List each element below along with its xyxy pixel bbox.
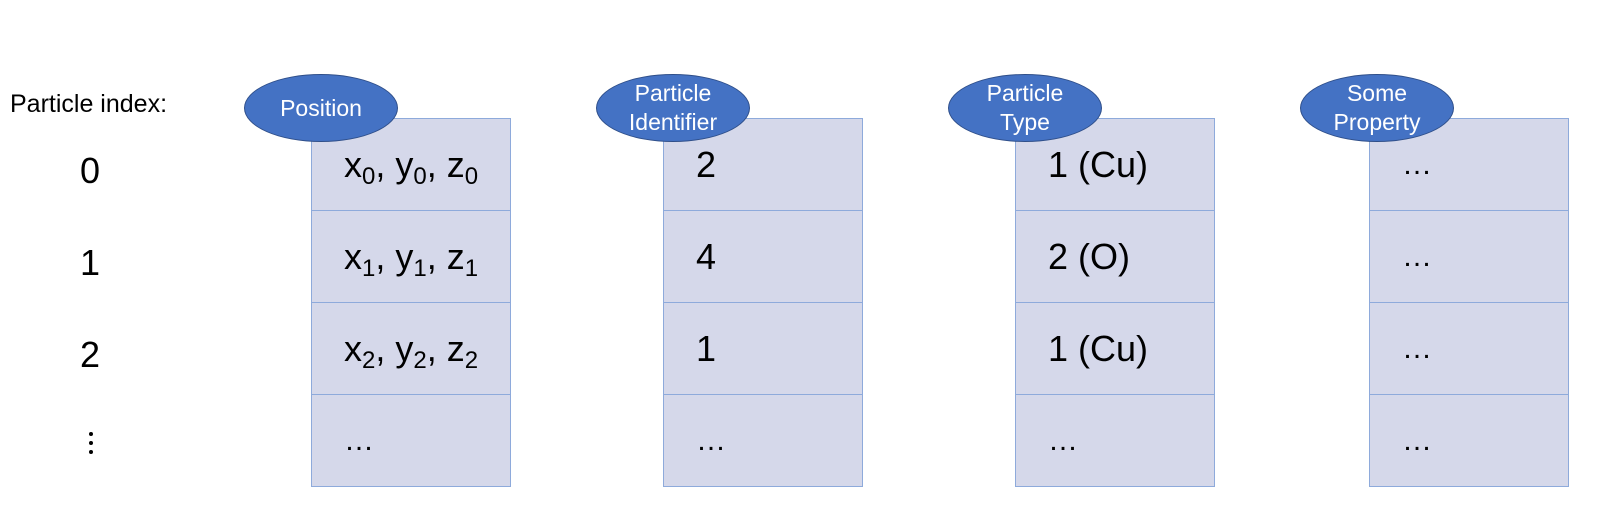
cell-value: … [696, 424, 726, 457]
coordinate-symbol: y [395, 144, 414, 185]
coordinate-subscript: 0 [464, 163, 479, 190]
cell-value: … [1402, 332, 1432, 365]
cell-value: x0, y0, z0 [344, 144, 479, 190]
particle-index-1: 1 [79, 242, 101, 283]
cell-value: … [344, 424, 374, 457]
coordinate-symbol: z [446, 236, 465, 277]
table-cell: 4 [663, 210, 863, 303]
label-ellipse-position: Position [244, 74, 398, 142]
column-cells: 1 (Cu) 2 (O) 1 (Cu) … [1015, 118, 1215, 487]
column-position: x0, y0, z0 x1, y1, z1 x2, y2, z2 … [311, 0, 511, 520]
label-text: Position [280, 94, 362, 123]
table-cell: 2 (O) [1015, 210, 1215, 303]
cell-value: 2 [696, 144, 717, 185]
table-cell: x2, y2, z2 [311, 302, 511, 395]
label-line: Particle [986, 80, 1064, 106]
cell-value: 2 (O) [1048, 236, 1131, 277]
coordinate-subscript: 0 [362, 163, 376, 190]
coordinate-subscript: 2 [464, 347, 479, 374]
cell-value: x2, y2, z2 [344, 328, 479, 374]
coordinate-symbol: z [446, 328, 465, 369]
table-cell: 1 [663, 302, 863, 395]
cell-value: … [1048, 424, 1078, 457]
cell-value: … [1402, 148, 1432, 181]
cell-value: … [1402, 424, 1432, 457]
table-cell: … [1369, 302, 1569, 395]
coordinate-symbol: x [344, 236, 362, 277]
table-cell: … [1369, 394, 1569, 487]
particle-index-header: Particle index: [10, 90, 168, 118]
table-cell: x1, y1, z1 [311, 210, 511, 303]
cell-value: 1 [696, 328, 717, 369]
column-cells: 2 4 1 … [663, 118, 863, 487]
label-line: Type [1000, 109, 1050, 135]
label-line: Identifier [628, 109, 718, 135]
table-cell: … [1369, 118, 1569, 211]
coordinate-symbol: y [395, 328, 414, 369]
cell-value: 1 (Cu) [1048, 328, 1149, 369]
label-line: Some [1346, 80, 1408, 106]
table-cell: … [311, 394, 511, 487]
coordinate-symbol: z [446, 144, 465, 185]
table-cell: … [1015, 394, 1215, 487]
cell-value: 1 (Cu) [1048, 144, 1149, 185]
vertical-ellipsis-icon [86, 432, 96, 458]
cell-value: 4 [696, 236, 717, 277]
table-cell: … [663, 394, 863, 487]
column-particle-type: 1 (Cu) 2 (O) 1 (Cu) … [1015, 0, 1215, 520]
cell-value: … [1402, 240, 1432, 273]
column-cells: x0, y0, z0 x1, y1, z1 x2, y2, z2 … [311, 118, 511, 487]
coordinate-symbol: y [395, 236, 414, 277]
column-some-property: … … … … [1369, 0, 1569, 520]
table-cell: … [1369, 210, 1569, 303]
particle-index-2: 2 [79, 334, 101, 375]
coordinate-symbol: x [344, 144, 362, 185]
coordinate-symbol: x [344, 328, 362, 369]
coordinate-subscript: 1 [362, 255, 376, 282]
coordinate-subscript: 2 [362, 347, 376, 374]
label-line: Property [1333, 109, 1421, 135]
column-cells: … … … … [1369, 118, 1569, 487]
coordinate-subscript: 1 [464, 255, 479, 282]
label-line: Particle [634, 80, 712, 106]
coordinate-subscript: 2 [413, 347, 427, 374]
label-line: Position [280, 94, 362, 121]
cell-value: x1, y1, z1 [344, 236, 479, 282]
coordinate-subscript: 1 [413, 255, 427, 282]
table-cell: x0, y0, z0 [311, 118, 511, 211]
table-cell: 1 (Cu) [1015, 302, 1215, 395]
particle-index-0: 0 [79, 150, 101, 191]
coordinate-subscript: 0 [413, 163, 427, 190]
